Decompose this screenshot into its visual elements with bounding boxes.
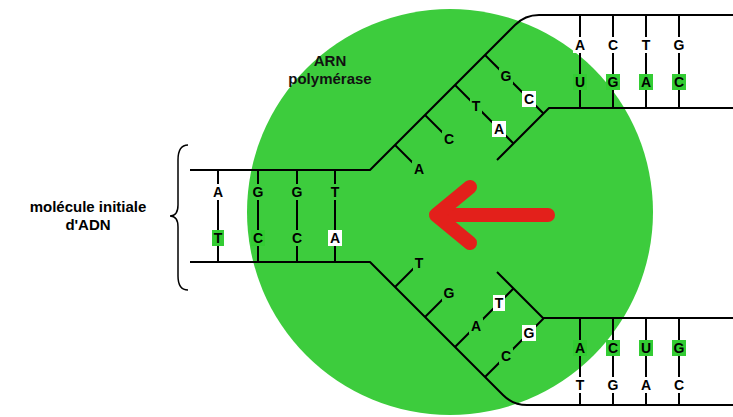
- base-letter: C: [606, 37, 620, 53]
- bracket: [170, 145, 188, 290]
- base-letter: T: [413, 255, 426, 271]
- base-letter: C: [251, 230, 265, 246]
- base-letter: C: [442, 131, 456, 147]
- base-letter: C: [290, 230, 304, 246]
- base-letter: T: [493, 295, 506, 311]
- base-letter: C: [522, 91, 536, 107]
- base-letter: G: [442, 285, 457, 301]
- base-letter: A: [573, 340, 587, 356]
- base-letter: G: [672, 37, 687, 53]
- base-letter: G: [606, 377, 621, 393]
- base-letter: A: [639, 377, 653, 393]
- base-letter: C: [499, 348, 513, 364]
- base-letter: U: [573, 74, 587, 90]
- circle-outline: [247, 9, 653, 415]
- circle-shape: [247, 9, 653, 415]
- base-letter: C: [606, 340, 620, 356]
- base-letter: T: [470, 98, 483, 114]
- arrow-shaft: [440, 208, 548, 222]
- base-letter: U: [639, 340, 653, 356]
- base-letter: G: [606, 74, 621, 90]
- base-letter: A: [469, 318, 483, 334]
- base-letter: G: [672, 340, 687, 356]
- enzyme-name: ARN polymérase: [274, 52, 386, 88]
- base-letter: G: [290, 184, 305, 200]
- base-letter: A: [639, 74, 653, 90]
- base-letter: G: [499, 68, 514, 84]
- base-rung: [678, 15, 680, 108]
- base-letter: G: [522, 325, 537, 341]
- base-letter: G: [251, 184, 266, 200]
- base-letter: A: [492, 121, 506, 137]
- base-letter: A: [211, 184, 225, 200]
- base-rung: [645, 15, 647, 108]
- base-rung: [579, 15, 581, 108]
- base-letter: T: [329, 184, 342, 200]
- base-letter: A: [573, 37, 587, 53]
- base-letter: C: [672, 377, 686, 393]
- base-letter: A: [328, 230, 342, 246]
- base-letter: T: [212, 230, 225, 246]
- base-letter: T: [640, 37, 653, 53]
- molecule-label: molécule initiale d'ADN: [23, 198, 153, 234]
- base-letter: A: [412, 161, 426, 177]
- base-letter: T: [574, 377, 587, 393]
- base-letter: C: [672, 74, 686, 90]
- polymerase-circle: ARN polymérase: [247, 9, 653, 415]
- base-rung: [612, 15, 614, 108]
